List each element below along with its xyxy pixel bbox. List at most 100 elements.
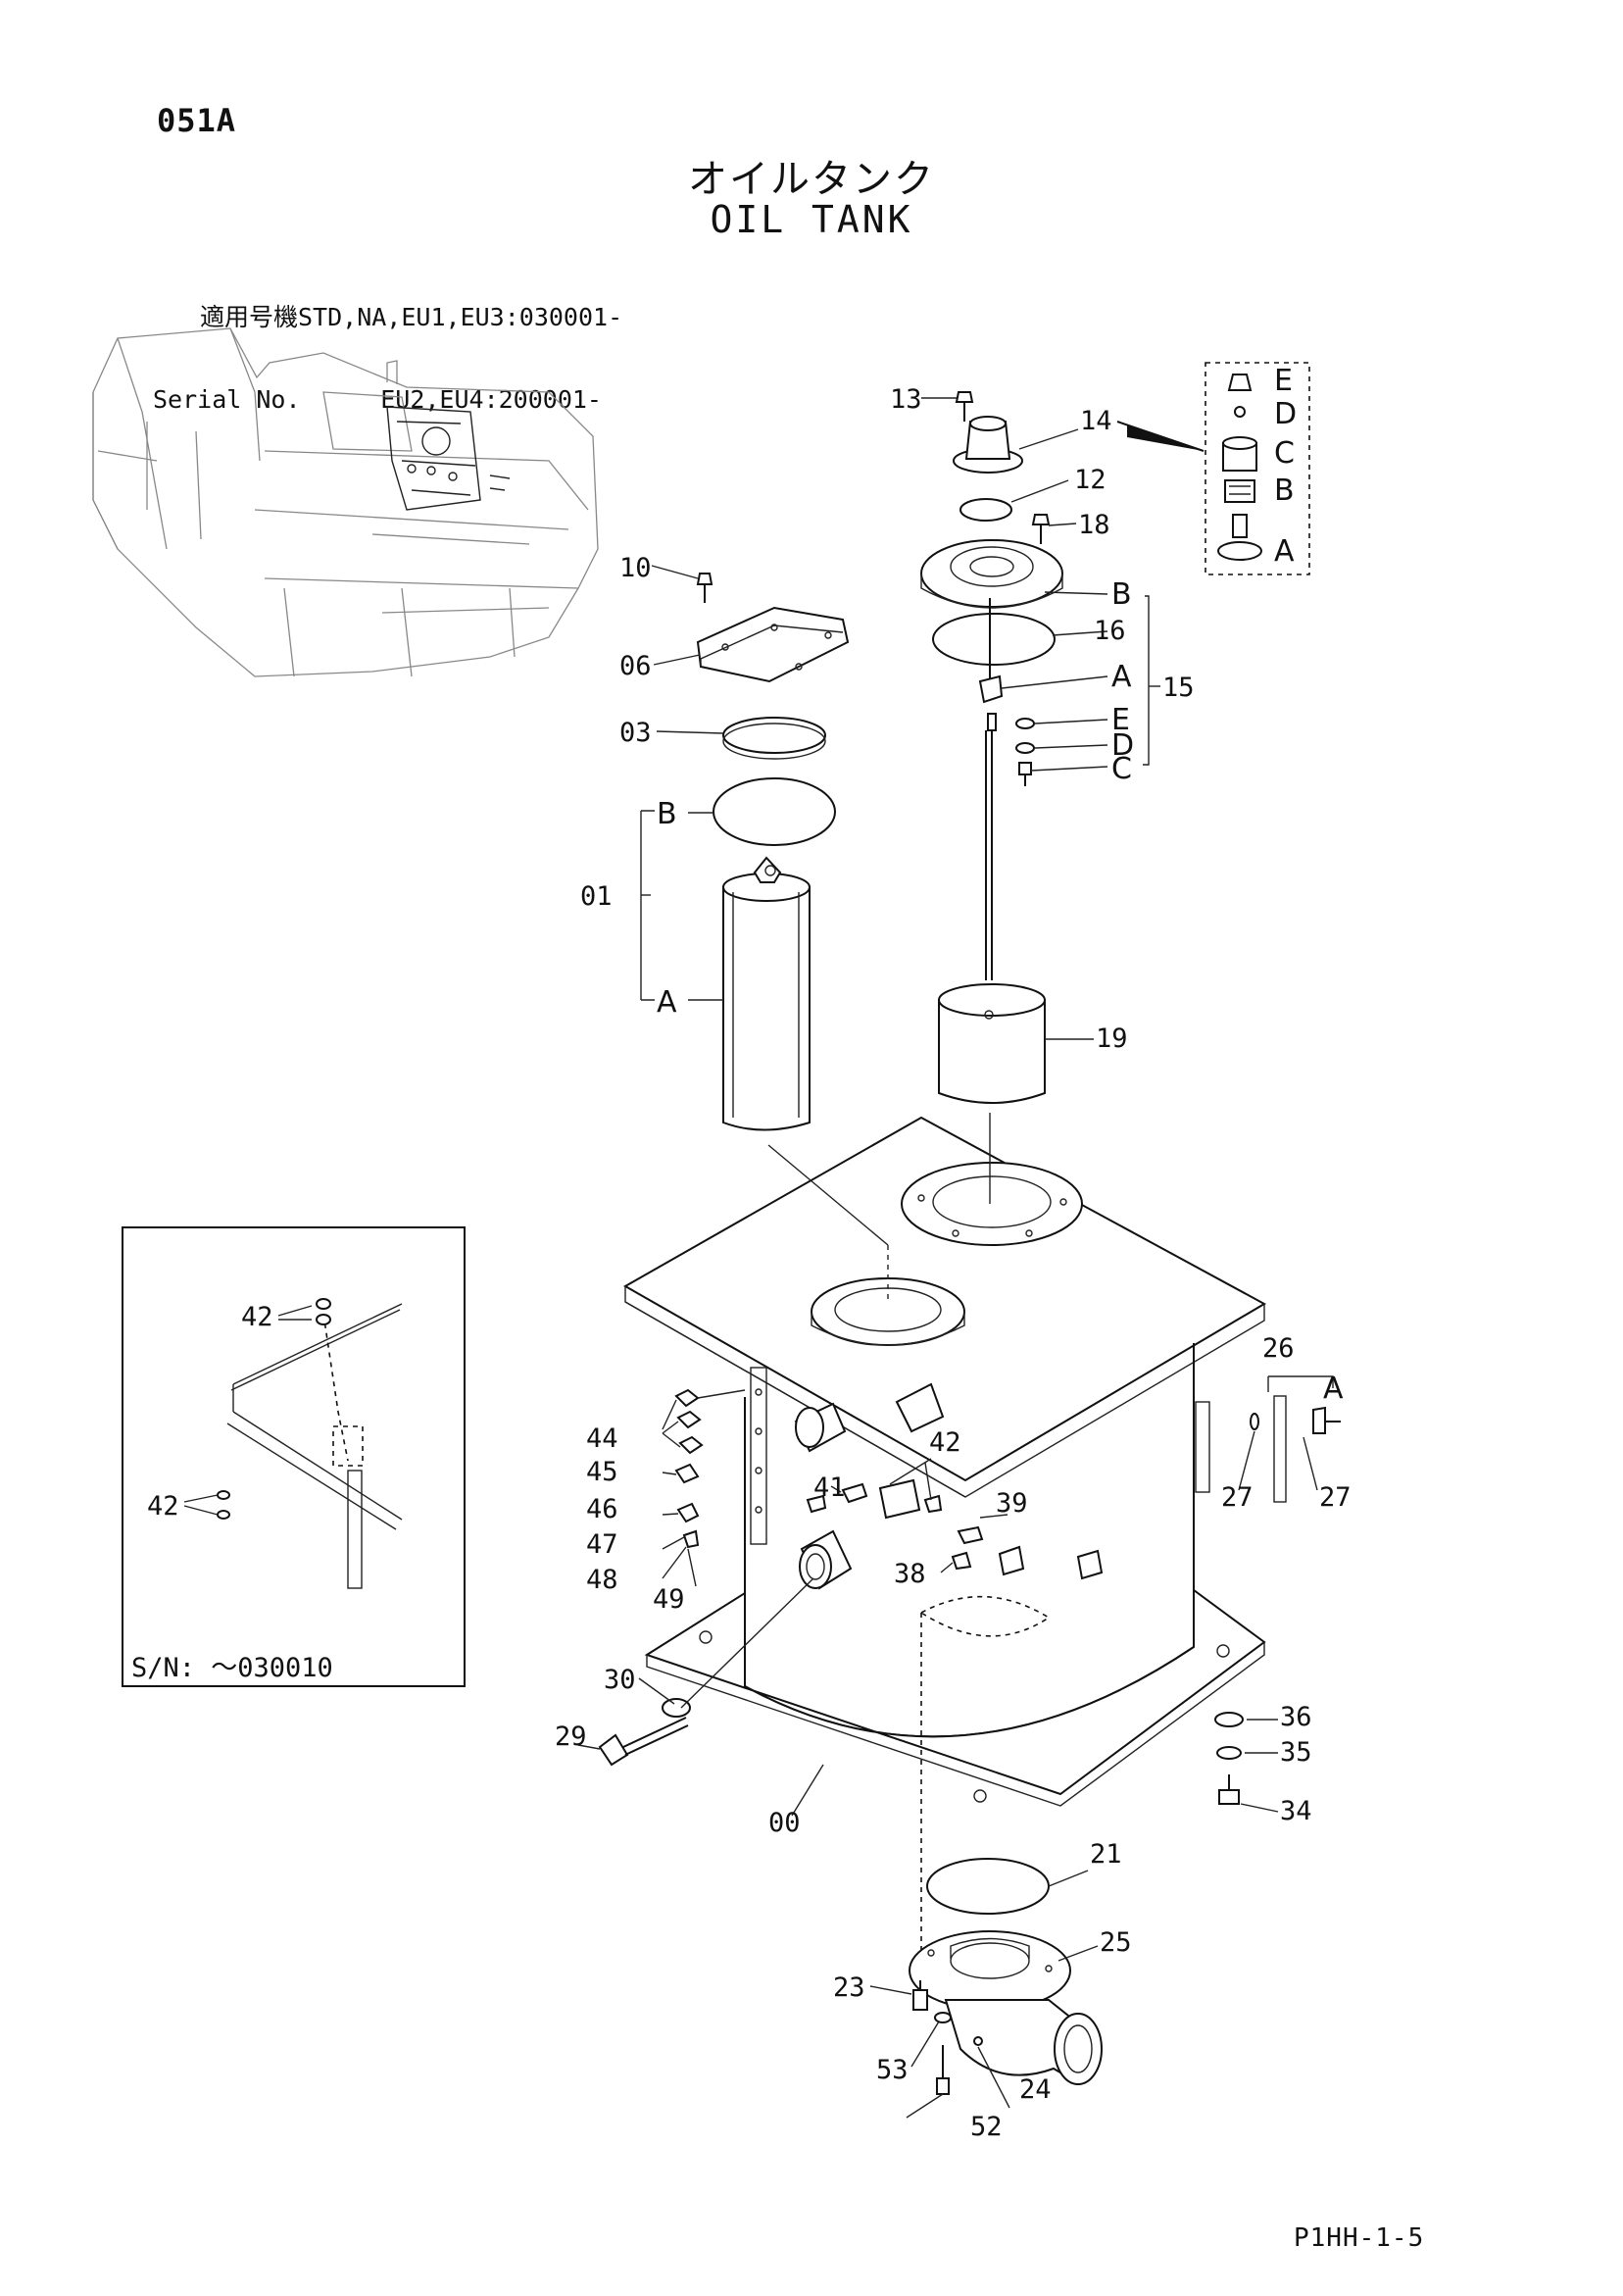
gasket-16	[932, 613, 1056, 666]
clip-pair	[998, 1545, 1104, 1580]
float-19	[938, 983, 1046, 1104]
filter-element-01a	[722, 856, 811, 1131]
callout-10: 10	[619, 553, 652, 583]
callout-52: 52	[970, 2112, 1003, 2142]
washer-53	[934, 2012, 952, 2023]
callout-15: 15	[1162, 673, 1195, 703]
page-code: 051A	[157, 102, 237, 139]
callout-13: 13	[890, 384, 922, 415]
callout-23: 23	[833, 1972, 865, 2003]
set01-letter-a: A	[657, 985, 677, 1020]
set26-letter-a: A	[1323, 1372, 1344, 1406]
callout-36: 36	[1280, 1702, 1312, 1732]
seal-12	[959, 498, 1012, 522]
callout-41: 41	[813, 1472, 846, 1503]
washer-27	[1250, 1413, 1259, 1430]
washer-36	[1214, 1712, 1244, 1727]
set15-letter-d: D	[1111, 728, 1134, 763]
bolt-18	[1031, 514, 1051, 544]
tank-base-plate	[644, 1588, 1266, 1807]
filter-port-ring	[811, 1277, 965, 1346]
callout-00: 00	[768, 1808, 801, 1838]
callout-29: 29	[555, 1722, 587, 1752]
callout-46: 46	[586, 1494, 618, 1524]
ring-03	[722, 717, 826, 760]
callout-39: 39	[996, 1488, 1028, 1519]
suction-port	[799, 1529, 853, 1590]
suction-elbow-25	[909, 1930, 1103, 2085]
inset-label-42-lower: 42	[147, 1491, 179, 1522]
fittings-group	[674, 1388, 746, 1549]
set15-letter-e: E	[1111, 703, 1130, 737]
kit14-letter-e: E	[1274, 364, 1293, 398]
callout-19: 19	[1096, 1023, 1128, 1054]
level-gauge-rod	[978, 598, 1004, 980]
bolt-10	[696, 573, 713, 603]
block-fitting-38-42	[806, 1478, 984, 1571]
breather-14	[953, 416, 1023, 474]
bolt-13	[955, 391, 974, 422]
bolt-26a	[1312, 1406, 1341, 1434]
plate-26	[1273, 1395, 1287, 1503]
bolt-23	[912, 1980, 928, 2011]
drain-bolt-29	[598, 1717, 689, 1767]
callout-30: 30	[604, 1665, 636, 1695]
title-english: OIL TANK	[710, 198, 913, 241]
gauge-port-flange	[901, 1162, 1083, 1246]
callout-06: 06	[619, 651, 652, 681]
kit-14-detail-box	[1205, 362, 1310, 575]
leader-lines	[577, 397, 1334, 2119]
kit14-letter-d: D	[1274, 397, 1297, 431]
set01-letter-b: B	[657, 797, 677, 831]
title-japanese: オイルタンク	[688, 157, 935, 202]
callout-16: 16	[1094, 616, 1126, 646]
callout-42: 42	[929, 1427, 961, 1458]
washer-15e	[1015, 718, 1035, 729]
callout-12: 12	[1074, 465, 1107, 495]
washer-15d	[1015, 742, 1035, 754]
callout-03: 03	[619, 718, 652, 748]
port-pipe	[794, 1402, 847, 1453]
plug-24	[973, 2036, 983, 2046]
set15-letter-b: B	[1111, 577, 1132, 612]
excavator-location-illustration	[92, 327, 599, 677]
inset-serial-note: S/N: ～030010	[131, 1653, 333, 1683]
inset-detail-box: 42 42 S/N: ～030010	[122, 1226, 466, 1687]
callout-47: 47	[586, 1529, 618, 1560]
callout-38: 38	[894, 1559, 926, 1589]
callout-27-left: 27	[1221, 1482, 1254, 1513]
callout-25: 25	[1100, 1927, 1132, 1958]
callout-35: 35	[1280, 1737, 1312, 1768]
hose-clip-rail	[750, 1367, 767, 1545]
kit14-letter-a: A	[1274, 534, 1295, 569]
set15-letter-c: C	[1111, 752, 1132, 786]
gasket-21	[926, 1858, 1050, 1915]
callout-14: 14	[1080, 406, 1112, 436]
serial-label-jp: 適用号機	[199, 303, 298, 331]
callout-24: 24	[1019, 2074, 1052, 2105]
inset-bolt-upper	[316, 1298, 331, 1325]
callout-01: 01	[580, 881, 613, 912]
callout-45: 45	[586, 1457, 618, 1487]
oring-30	[662, 1698, 691, 1718]
callout-26: 26	[1262, 1333, 1295, 1364]
callout-34: 34	[1280, 1796, 1312, 1826]
serial-range-1: STD,NA,EU1,EU3:030001-	[298, 303, 623, 331]
inset-bolt-lower	[217, 1490, 230, 1520]
side-bracket	[1195, 1401, 1210, 1493]
callout-27-right: 27	[1319, 1482, 1352, 1513]
callout-labels: 10 06 03 01 13 14 12 18 16 15 19 26 27 2…	[555, 384, 1352, 2142]
callout-44: 44	[586, 1423, 618, 1454]
bolt-15c	[1018, 762, 1032, 786]
callout-53: 53	[876, 2055, 909, 2085]
cover-plate	[696, 606, 850, 683]
lockwasher-35	[1216, 1746, 1242, 1760]
kit14-letter-c: C	[1274, 436, 1295, 471]
gasket-01b	[713, 777, 836, 846]
serial-label-en: Serial No.	[153, 385, 301, 414]
bolt-34	[1218, 1774, 1240, 1805]
screw-52	[936, 2045, 950, 2095]
callout-49: 49	[653, 1584, 685, 1615]
